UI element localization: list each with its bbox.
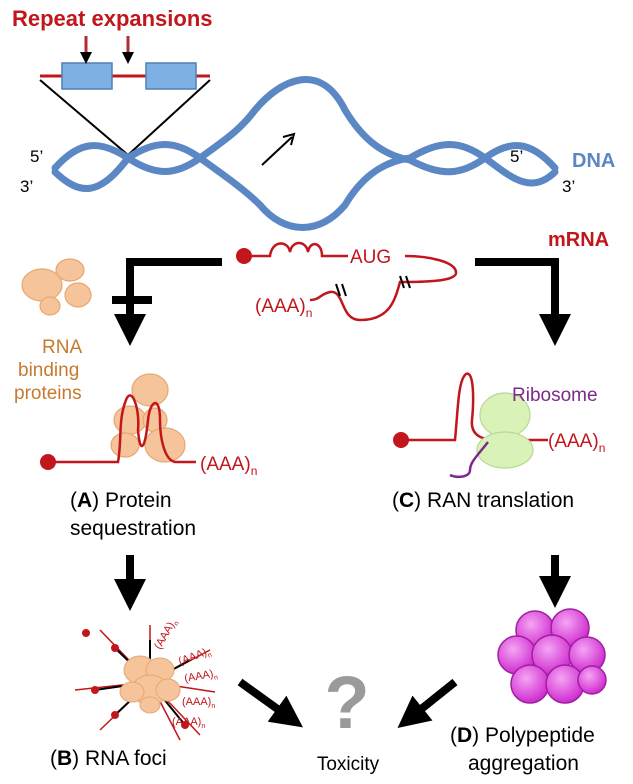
left-branch-arrow [114,258,222,346]
foci-tag-1: (AAA)n [152,617,181,653]
mrna-polya: (AAA)n [255,296,312,320]
foci-to-toxicity-arrow [237,678,303,728]
nascent-peptide [449,441,489,479]
mrna-break-mark-2 [405,275,411,289]
rna-binding-proteins-cluster [21,258,92,316]
zoom-line-left [39,79,129,156]
toxicity-label: Toxicity [317,754,380,775]
dna-helix [51,76,559,231]
ran-polya: (AAA)n [548,431,605,455]
foci-tag-4: (AAA)n [182,696,215,710]
mrna-label: mRNA [548,229,609,251]
dna-right-3prime: 3’ [562,177,575,196]
exon-box-1 [61,62,113,90]
ran-translation-complex [393,372,548,479]
caption-d-line2: aggregation [468,752,579,775]
ribosome-small-subunit [476,431,534,469]
sequestration-cap [40,454,56,470]
rbp-label-line2: binding [18,360,79,381]
dna-left-3prime: 3’ [20,177,33,196]
rbp-label-line3: proteins [14,383,82,404]
mrna-break-mark-3 [335,283,341,297]
foci-tag-3: (AAA)n [183,667,218,687]
repeat-expansions-panel: Repeat expansions [12,6,213,156]
transcription-arrow [261,136,293,166]
mrna-break-mark-4 [341,283,347,297]
mrna-body [309,254,458,322]
mrna-start-codon: AUG [350,247,391,268]
foci-tag-2: (AAA)n [177,645,213,670]
right-branch-arrow [475,258,571,346]
rna-foci-cluster: (AAA)n (AAA)n (AAA)n (AAA)n (AAA)n [74,617,219,741]
sequestration-rna [52,394,196,464]
caption-a-line2: sequestration [70,517,196,540]
transcription-arrowhead [282,132,296,146]
sequestration-polya: (AAA)n [200,454,257,478]
sequestration-complex [40,373,196,470]
zoom-line-right [127,79,211,156]
caption-a: (A) Protein [70,489,172,512]
caption-d: (D) Polypeptide [450,724,595,747]
repeat-expansions-title: Repeat expansions [12,6,213,31]
caption-c: (C) RAN translation [392,489,574,512]
ran-cap [393,432,409,448]
exon-box-2 [145,62,197,90]
foci-tag-5: (AAA)n [172,716,205,730]
dna-left-5prime: 5’ [30,147,43,166]
ribosome-label: Ribosome [512,385,598,406]
dna-right-5prime: 5’ [510,147,523,166]
caption-b: (B) RNA foci [50,747,167,770]
mrna-5prime-cap [236,248,252,264]
polypeptide-aggregate [497,608,607,704]
dna-strand-top [51,76,559,176]
mrna-break-mark-1 [399,275,405,289]
mrna-5prime-loops [246,241,348,258]
dna-strand-bottom [51,141,559,231]
question-icon: ? [324,661,369,744]
rbp-label-line1: RNA [42,337,82,358]
mrna-molecule [246,241,458,322]
dna-label: DNA [572,150,615,172]
aggregate-to-toxicity-arrow [397,678,458,728]
